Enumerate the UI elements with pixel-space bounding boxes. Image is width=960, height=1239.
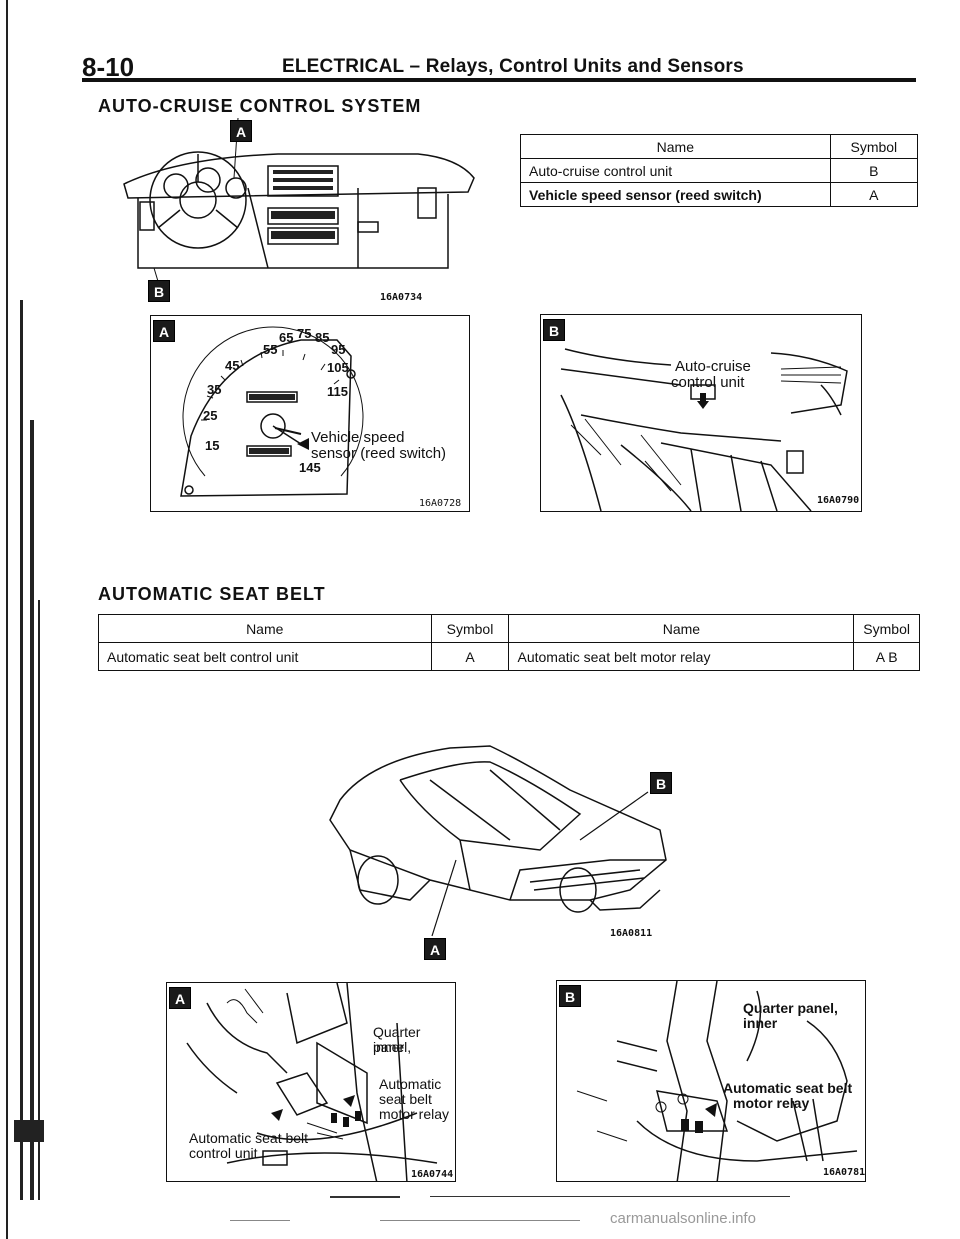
col-header-name-2: Name	[508, 614, 855, 643]
dashboard-illustration: A B 16A0734	[118, 117, 478, 306]
table-row: Auto-cruise control unit B	[520, 158, 919, 183]
label-a-marker: A	[424, 938, 446, 960]
callout-reed-switch: sensor (reed switch)	[311, 445, 447, 462]
figure-code: 16A0781	[823, 1167, 866, 1178]
seatbelt-unit-detail-figure: A Quarter panel, inner Automatic seat be…	[166, 982, 456, 1182]
table-row: Automatic seat belt control unit A Autom…	[98, 642, 920, 671]
callout-motor-relay: motor relay	[733, 1095, 810, 1111]
col-header-name: Name	[98, 614, 432, 643]
scan-line	[330, 1196, 400, 1198]
speedometer-figure: A 55 65 75 85 95 45 105 35 115 25 15 145…	[150, 315, 470, 512]
table-header-row: Name Symbol Name Symbol	[98, 614, 920, 643]
table-row: Vehicle speed sensor (reed switch) A	[520, 182, 919, 207]
motor-relay-detail-figure: B Quarter panel, inner Automatic seat be…	[556, 980, 866, 1182]
callout-motor-relay: motor relay	[379, 1106, 450, 1122]
table-header-row: Name Symbol	[520, 134, 919, 159]
dashboard-drawing	[123, 117, 475, 289]
cruise-parts-table: Name Symbol Auto-cruise control unit B V…	[520, 134, 919, 207]
speedometer-drawing	[180, 326, 364, 497]
label-b-marker: B	[148, 280, 170, 302]
callout-inner: inner	[373, 1039, 405, 1055]
header-rule	[82, 78, 916, 82]
scan-line	[430, 1196, 790, 1197]
scan-line	[230, 1220, 290, 1221]
dial-mark-145: 145	[299, 460, 321, 475]
scan-line	[380, 1220, 580, 1221]
dial-mark-35: 35	[207, 382, 222, 397]
dial-mark-75: 75	[297, 326, 312, 341]
dial-mark-25: 25	[203, 408, 218, 423]
callout-quarter-panel: Quarter panel,	[373, 1024, 421, 1055]
dial-mark-45: 45	[225, 358, 240, 373]
figure-badge-a: A	[169, 987, 191, 1009]
callout-vehicle-speed: Vehicle speed	[311, 429, 405, 446]
motor-relay-drawing	[576, 981, 858, 1181]
dial-mark-105: 105	[327, 360, 349, 375]
cell-symbol-2: A B	[853, 642, 920, 671]
seatbelt-parts-table: Name Symbol Name Symbol Automatic seat b…	[98, 614, 920, 671]
callout-control-unit: control unit	[671, 374, 745, 391]
figure-code: 16A0728	[419, 498, 462, 509]
page-title: ELECTRICAL – Relays, Control Units and S…	[282, 56, 744, 77]
callout-automatic-seat-belt: Automatic seat belt	[723, 1080, 853, 1096]
dial-mark-55: 55	[263, 342, 278, 357]
page-header: 8-10 ELECTRICAL – Relays, Control Units …	[82, 50, 916, 82]
watermark: carmanualsonline.info	[610, 1210, 756, 1227]
callout-seat-belt: seat belt	[379, 1091, 432, 1107]
dial-mark-65: 65	[279, 330, 294, 345]
figure-code: 16A0811	[610, 928, 653, 939]
col-header-symbol-2: Symbol	[853, 614, 920, 643]
scan-edge-artifact	[0, 0, 48, 1239]
cell-symbol: A	[829, 182, 919, 207]
dial-mark-15: 15	[205, 438, 220, 453]
col-header-symbol: Symbol	[430, 614, 510, 643]
col-header-symbol: Symbol	[829, 134, 919, 159]
dial-mark-95: 95	[331, 342, 346, 357]
label-a-marker: A	[230, 120, 252, 142]
callout-quarter-panel: Quarter panel,	[743, 1000, 838, 1016]
cell-name: Auto-cruise control unit	[520, 158, 831, 183]
figure-badge-a: A	[153, 320, 175, 342]
cruise-unit-figure: B Auto-cruise control unit 16A0790	[540, 314, 862, 512]
col-header-name: Name	[520, 134, 831, 159]
page-number: 8-10	[82, 52, 135, 82]
figure-badge-b: B	[543, 319, 565, 341]
figure-code: 16A0790	[817, 495, 860, 506]
callout-automatic-seat-belt: Automatic seat belt	[189, 1130, 309, 1146]
callout-automatic: Automatic	[379, 1076, 442, 1092]
callout-control-unit: control unit	[189, 1145, 258, 1161]
car-drawing	[329, 745, 667, 937]
cell-name-2: Automatic seat belt motor relay	[508, 642, 855, 671]
car-illustration: B A 16A0811	[310, 740, 690, 980]
dial-mark-115: 115	[327, 384, 348, 399]
cell-symbol: B	[829, 158, 919, 183]
label-b-marker: B	[650, 772, 672, 794]
figure-code: 16A0734	[380, 292, 423, 303]
cell-name: Automatic seat belt control unit	[98, 642, 432, 671]
section-title-automatic-seat-belt: AUTOMATIC SEAT BELT	[98, 584, 326, 604]
section-title-auto-cruise: AUTO-CRUISE CONTROL SYSTEM	[98, 96, 422, 116]
figure-code: 16A0744	[411, 1169, 454, 1180]
figure-badge-b: B	[559, 985, 581, 1007]
callout-inner: inner	[743, 1015, 778, 1031]
dial-mark-85: 85	[315, 330, 330, 345]
cell-name: Vehicle speed sensor (reed switch)	[520, 182, 831, 207]
cruise-unit-drawing	[560, 348, 848, 511]
callout-auto-cruise: Auto-cruise	[675, 358, 751, 375]
cell-symbol: A	[430, 642, 510, 671]
seatbelt-unit-drawing	[186, 983, 438, 1181]
